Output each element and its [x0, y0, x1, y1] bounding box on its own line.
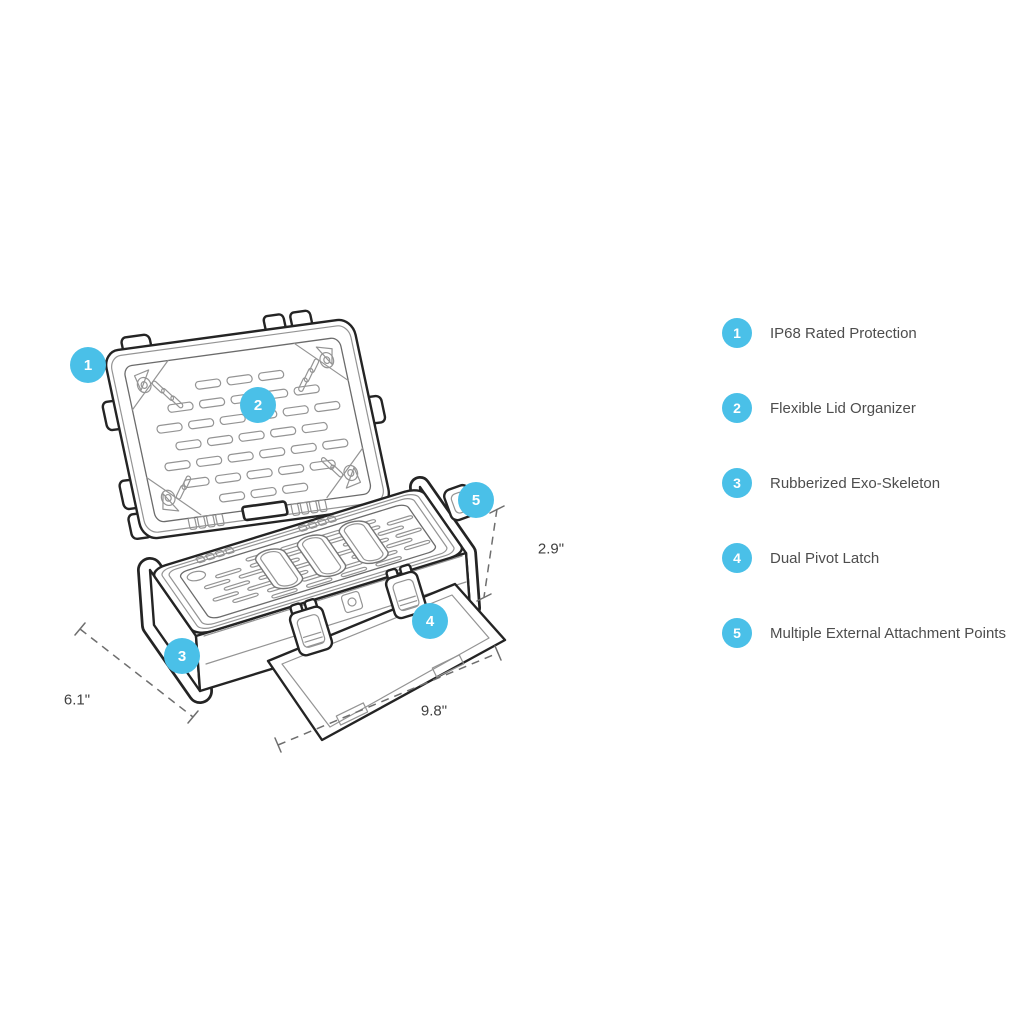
- legend-item-1: 1 IP68 Rated Protection: [722, 318, 1022, 348]
- dimension-label-height: 2.9": [537, 540, 565, 558]
- legend-label-4: Dual Pivot Latch: [770, 549, 880, 567]
- legend-item-3: 3 Rubberized Exo-Skeleton: [722, 468, 1022, 498]
- legend-item-5: 5 Multiple External Attachment Points: [722, 618, 1022, 648]
- case-lid: [89, 303, 404, 541]
- legend-number-4: 4: [722, 543, 752, 573]
- dimension-label-length: 9.8": [420, 702, 448, 720]
- callout-5: 5: [458, 482, 494, 518]
- dimension-line-height: [477, 506, 504, 601]
- legend-label-5: Multiple External Attachment Points: [770, 624, 1006, 642]
- legend-number-1: 1: [722, 318, 752, 348]
- dimension-line-length: [275, 646, 501, 752]
- legend-number-2: 2: [722, 393, 752, 423]
- callout-1: 1: [70, 347, 106, 383]
- dimension-label-width: 6.1": [63, 691, 91, 709]
- vent-plate: [341, 591, 363, 613]
- callout-3: 3: [164, 638, 200, 674]
- callout-2: 2: [240, 387, 276, 423]
- legend-item-2: 2 Flexible Lid Organizer: [722, 393, 1022, 423]
- legend-item-4: 4 Dual Pivot Latch: [722, 543, 1022, 573]
- legend-label-2: Flexible Lid Organizer: [770, 399, 916, 417]
- pivot-latch-right: [382, 563, 427, 620]
- legend-label-3: Rubberized Exo-Skeleton: [770, 474, 941, 492]
- feature-legend: 1 IP68 Rated Protection 2 Flexible Lid O…: [722, 318, 1022, 693]
- legend-number-5: 5: [722, 618, 752, 648]
- legend-number-3: 3: [722, 468, 752, 498]
- pivot-latch-left: [286, 597, 334, 657]
- dimension-line-width: [75, 623, 198, 723]
- callout-4: 4: [412, 603, 448, 639]
- legend-label-1: IP68 Rated Protection: [770, 324, 917, 342]
- case-base: [150, 487, 466, 636]
